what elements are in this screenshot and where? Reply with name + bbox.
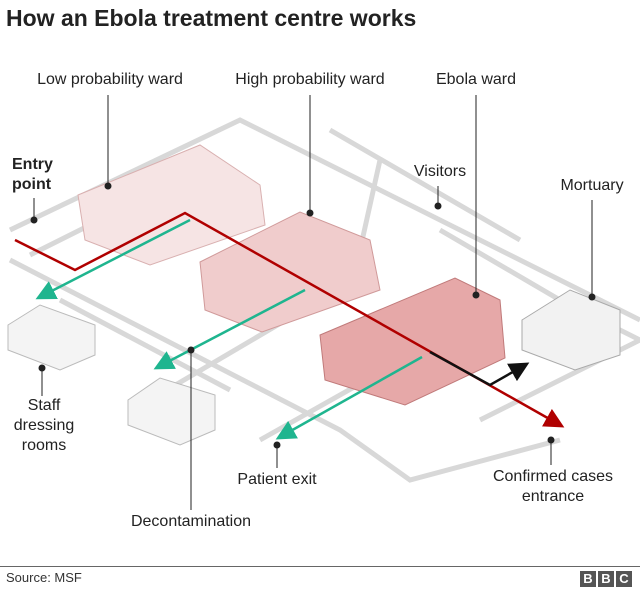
patient-path-arrow <box>14 211 565 428</box>
label-confirmed-2: entrance <box>521 488 585 505</box>
label-mortuary: Mortuary <box>560 177 624 194</box>
label-patient-exit: Patient exit <box>237 471 317 488</box>
confirmed-cases-arrow <box>429 350 530 387</box>
leader-lines <box>30 95 596 510</box>
label-high-probability-ward: High probability ward <box>235 71 385 88</box>
label-entry-point-1: Entry <box>12 156 53 173</box>
label-visitors: Visitors <box>413 163 467 180</box>
label-ebola-ward: Ebola ward <box>435 71 517 88</box>
footer-divider <box>0 566 640 567</box>
label-staff-3: rooms <box>21 437 67 454</box>
exit-arrow-ebola <box>275 355 423 440</box>
source-note: Source: MSF <box>6 570 82 585</box>
logo-letter: C <box>616 571 632 587</box>
label-low-probability-ward: Low probability ward <box>37 71 183 88</box>
label-confirmed-1: Confirmed cases <box>492 468 614 485</box>
decontamination-tent <box>127 377 216 446</box>
logo-letter: B <box>598 571 614 587</box>
mortuary-tent <box>521 289 621 371</box>
exit-arrow-high <box>153 288 306 370</box>
label-decontamination: Decontamination <box>130 513 252 530</box>
label-entry-point-2: point <box>12 176 52 193</box>
staff-dressing-room-tent <box>7 304 96 371</box>
label-staff-2: dressing <box>13 417 75 434</box>
exit-arrow-low <box>35 218 191 300</box>
low-probability-ward-tent <box>77 144 266 266</box>
label-staff-1: Staff <box>27 397 61 414</box>
page-title: How an Ebola treatment centre works <box>6 5 417 31</box>
bbc-logo: B B C <box>580 571 632 587</box>
logo-letter: B <box>580 571 596 587</box>
